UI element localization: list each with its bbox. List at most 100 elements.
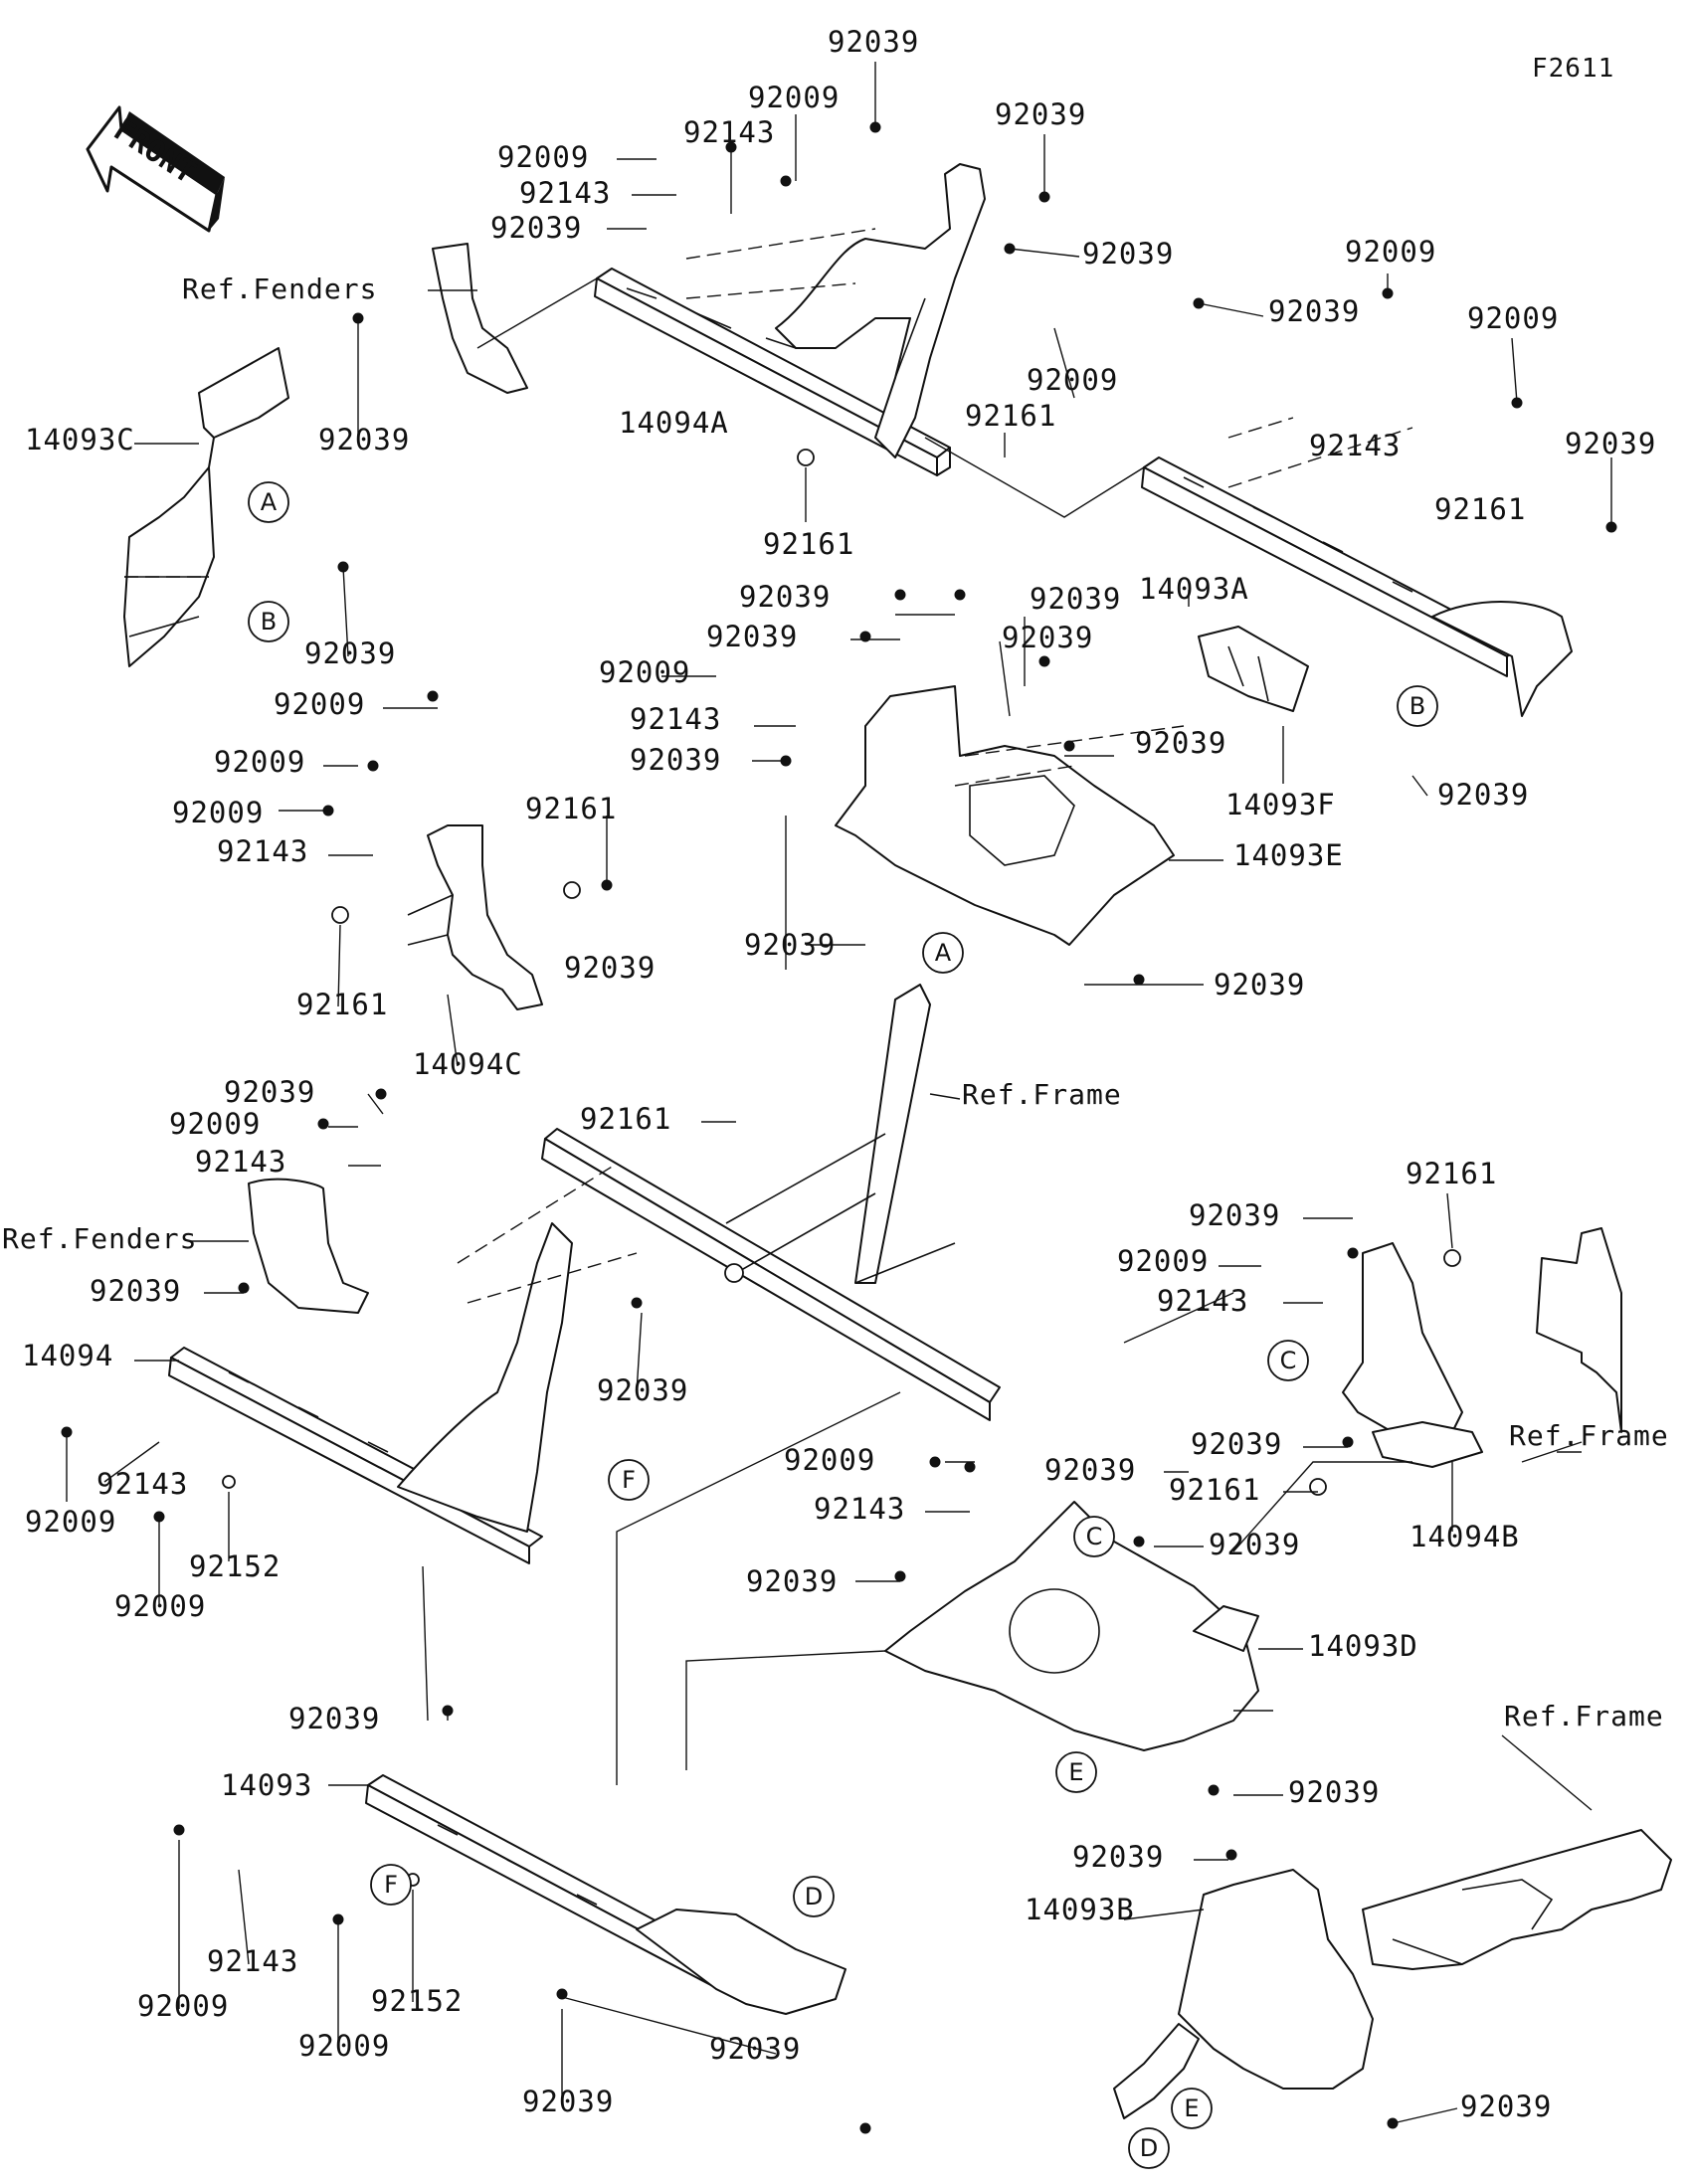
label-92009: 92009: [298, 2029, 390, 2063]
label-14093C: 14093C: [25, 423, 135, 456]
label-92143: 92143: [519, 176, 611, 210]
label-92009: 92009: [25, 1505, 116, 1539]
diagram-code: F2611: [1532, 54, 1614, 84]
svg-text:B: B: [261, 608, 277, 636]
part-ref-frame-center: [541, 984, 1001, 1421]
part-14093D: [884, 1501, 1259, 1751]
front-arrow-icon: FRONT: [86, 105, 225, 233]
ref-circle-b-top: B: [248, 601, 289, 642]
label-92039: 92039: [1437, 778, 1529, 812]
label-92039: 92039: [739, 580, 831, 614]
svg-text:B: B: [1409, 692, 1425, 720]
label-92039: 92039: [1460, 2090, 1552, 2123]
label-92039: 92039: [90, 1274, 181, 1308]
label-92143: 92143: [207, 1944, 298, 1978]
label-92009: 92009: [114, 1589, 206, 1623]
part-14094: [168, 1222, 573, 1564]
ref-circle-e-bottom: E: [1171, 2088, 1213, 2129]
label-92039: 92039: [224, 1075, 315, 1109]
label-92143: 92143: [683, 115, 775, 149]
label-92143: 92143: [96, 1467, 188, 1501]
svg-text:E: E: [1068, 1758, 1083, 1786]
svg-text:D: D: [805, 1883, 823, 1911]
label-92039: 92039: [490, 211, 582, 245]
label-92039: 92039: [564, 951, 656, 985]
svg-text:D: D: [1140, 2134, 1158, 2162]
part-14094A: [594, 163, 986, 476]
label-leaders: [66, 62, 1612, 2124]
label-92161: 92161: [580, 1102, 671, 1136]
label-ref-fenders: Ref.Fenders: [2, 1222, 197, 1255]
label-92039: 92039: [522, 2085, 614, 2118]
label-92161: 92161: [965, 399, 1056, 433]
ref-circle-f-mid: F: [608, 1459, 650, 1501]
ref-circle-a-center: A: [922, 932, 964, 974]
label-92039: 92039: [1002, 621, 1093, 654]
label-92143: 92143: [814, 1492, 905, 1526]
label-92039: 92039: [746, 1564, 838, 1598]
ref-circle-a-top: A: [248, 481, 289, 523]
label-92009: 92009: [1345, 235, 1436, 269]
label-92039: 92039: [1189, 1198, 1280, 1232]
label-14094A: 14094A: [619, 406, 729, 440]
ref-circle-b-right: B: [1397, 685, 1438, 727]
label-92161: 92161: [1406, 1157, 1497, 1190]
label-92039: 92039: [1072, 1840, 1164, 1874]
label-92143: 92143: [1157, 1284, 1248, 1318]
label-14093F: 14093F: [1225, 788, 1336, 821]
label-92009: 92009: [784, 1443, 875, 1477]
svg-text:F: F: [622, 1466, 636, 1494]
label-92009: 92009: [1117, 1244, 1209, 1278]
ref-circle-e-center: E: [1055, 1751, 1097, 1793]
label-ref-frame: Ref.Frame: [1509, 1419, 1669, 1452]
svg-text:A: A: [261, 488, 278, 516]
label-92039: 92039: [1268, 294, 1360, 328]
label-92161: 92161: [296, 988, 388, 1021]
label-92039: 92039: [1565, 427, 1656, 460]
part-14093: [365, 1774, 846, 2015]
label-92161: 92161: [525, 792, 617, 825]
label-14093A: 14093A: [1139, 572, 1249, 606]
part-14093F: [1198, 626, 1309, 712]
label-92152: 92152: [371, 1984, 463, 2018]
label-92161: 92161: [1169, 1473, 1260, 1507]
label-92039: 92039: [318, 423, 410, 456]
label-92039: 92039: [1214, 968, 1305, 1001]
svg-text:A: A: [935, 939, 952, 967]
svg-text:E: E: [1184, 2094, 1199, 2122]
part-ref-frame-bottom: [1362, 1829, 1672, 1970]
label-92143: 92143: [1309, 429, 1401, 462]
label-14094B: 14094B: [1409, 1520, 1520, 1553]
label-92143: 92143: [217, 834, 308, 868]
label-92009: 92009: [169, 1107, 261, 1141]
part-14093A: [1141, 456, 1573, 717]
label-92039: 92039: [995, 97, 1086, 131]
label-92009: 92009: [137, 1989, 229, 2023]
label-92143: 92143: [630, 702, 721, 736]
part-14093B: [1113, 1869, 1374, 2119]
svg-text:C: C: [1086, 1523, 1103, 1550]
label-14093B: 14093B: [1025, 1893, 1135, 1926]
label-92009: 92009: [1467, 301, 1559, 335]
label-92039: 92039: [1030, 582, 1121, 616]
part-ref-fenders-top: [432, 243, 528, 394]
label-92009: 92009: [748, 81, 840, 114]
label-14093: 14093: [221, 1768, 312, 1802]
label-14094: 14094: [22, 1339, 113, 1372]
label-92009: 92009: [214, 745, 305, 779]
part-14093E: [835, 685, 1175, 946]
label-14093E: 14093E: [1233, 838, 1344, 872]
label-92009: 92009: [172, 796, 264, 829]
label-92039: 92039: [1288, 1775, 1380, 1809]
label-14094C: 14094C: [413, 1047, 523, 1081]
label-92039: 92039: [1082, 237, 1174, 271]
label-ref-frame: Ref.Frame: [962, 1078, 1122, 1111]
label-92039: 92039: [828, 25, 919, 59]
label-14093D: 14093D: [1308, 1629, 1418, 1663]
label-92039: 92039: [597, 1373, 688, 1407]
label-92039: 92039: [288, 1702, 380, 1735]
leader-lines: [124, 228, 1583, 1785]
label-92039: 92039: [706, 620, 798, 653]
